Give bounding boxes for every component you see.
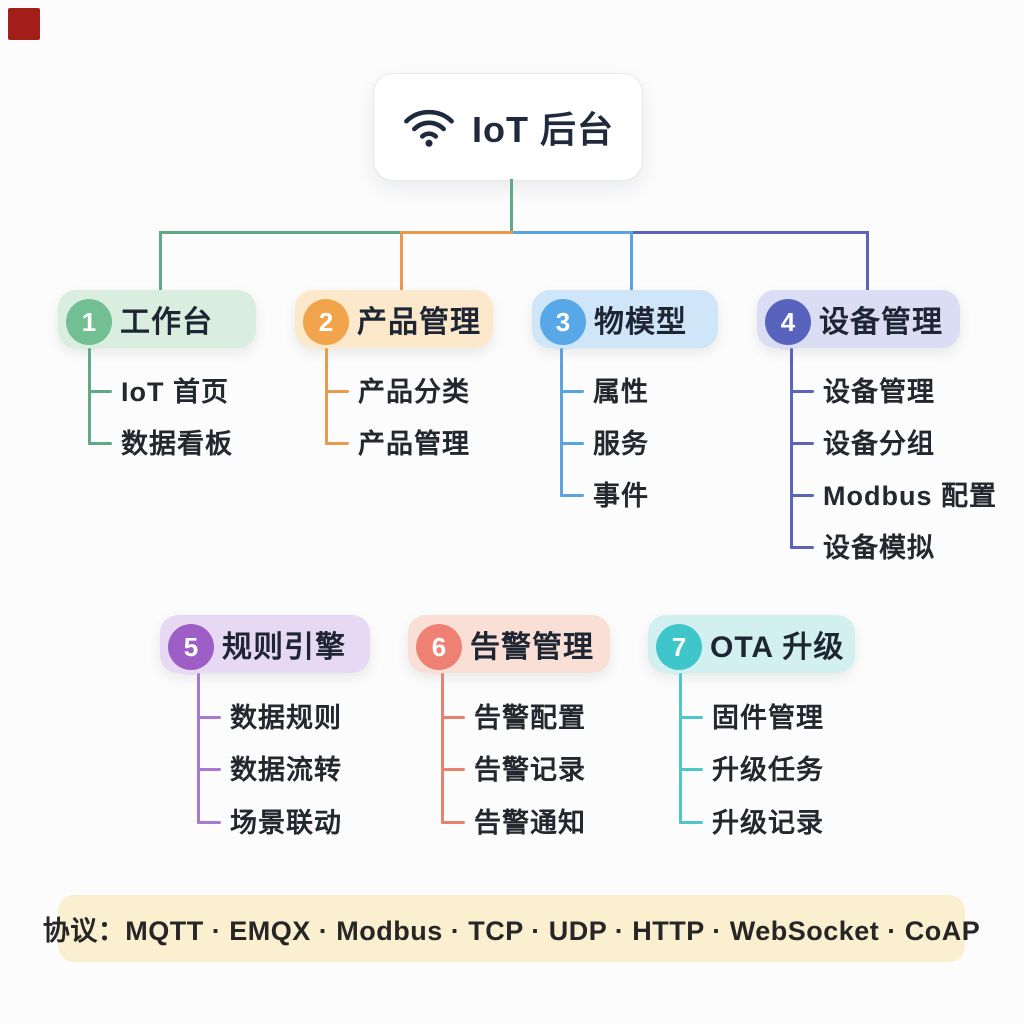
- branch-pill: 4 设备管理: [757, 290, 960, 348]
- child-item: 设备分组: [823, 429, 935, 459]
- root-title: IoT 后台: [472, 109, 614, 150]
- branch-connector: [197, 673, 200, 824]
- protocol-text: 协议：MQTT · EMQX · Modbus · TCP · UDP · HT…: [42, 916, 981, 946]
- child-item: 数据流转: [230, 755, 342, 785]
- child-item: 场景联动: [230, 808, 342, 838]
- child-item: 告警记录: [474, 755, 586, 785]
- child-item: 告警配置: [474, 703, 586, 733]
- child-stub: [560, 442, 584, 445]
- drop-line-branch3: [630, 231, 633, 290]
- red-corner-marker: [8, 8, 40, 40]
- drop-line-branch2: [400, 231, 403, 290]
- branch-pill: 7 OTA 升级: [648, 615, 855, 673]
- branch-title: 物模型: [594, 306, 687, 339]
- branch-number-badge: 4: [765, 299, 811, 345]
- child-stub: [790, 442, 814, 445]
- wifi-icon: [404, 109, 454, 147]
- child-item: 事件: [593, 481, 649, 511]
- child-item: 数据看板: [121, 429, 233, 459]
- branch-pill: 2 产品管理: [295, 290, 493, 348]
- child-item: 升级任务: [712, 755, 824, 785]
- bus-segment-indigo: [630, 231, 869, 234]
- branch-number-badge: 5: [168, 624, 214, 670]
- branch-pill: 3 物模型: [532, 290, 718, 348]
- child-stub: [197, 768, 221, 771]
- branch-pill: 1 工作台: [58, 290, 256, 348]
- child-stub: [197, 821, 221, 824]
- child-stub: [679, 716, 703, 719]
- bus-segment-blue: [513, 231, 630, 234]
- child-stub: [441, 768, 465, 771]
- child-item: 属性: [593, 377, 649, 407]
- branch-title: 告警管理: [470, 631, 594, 664]
- child-stub: [560, 390, 584, 393]
- root-trunk-line: [510, 179, 513, 232]
- child-stub: [679, 821, 703, 824]
- child-stub: [560, 494, 584, 497]
- child-item: 产品分类: [358, 377, 470, 407]
- protocol-bar: 协议：MQTT · EMQX · Modbus · TCP · UDP · HT…: [43, 895, 980, 962]
- child-item: 告警通知: [474, 808, 586, 838]
- bus-segment-orange: [400, 231, 513, 234]
- branch-connector: [88, 348, 91, 445]
- child-item: 设备管理: [823, 377, 935, 407]
- child-stub: [325, 390, 349, 393]
- child-item: 产品管理: [358, 429, 470, 459]
- branch-title: OTA 升级: [710, 631, 845, 664]
- child-item: 数据规则: [230, 703, 342, 733]
- child-stub: [679, 768, 703, 771]
- child-item: IoT 首页: [121, 377, 229, 407]
- bus-segment-green: [159, 231, 400, 234]
- child-stub: [441, 821, 465, 824]
- child-item: 固件管理: [712, 703, 824, 733]
- child-stub: [441, 716, 465, 719]
- branch-connector: [325, 348, 328, 445]
- branch-number-badge: 1: [66, 299, 112, 345]
- branch-number-badge: 7: [656, 624, 702, 670]
- child-item: 升级记录: [712, 808, 824, 838]
- child-item: 服务: [593, 429, 649, 459]
- drop-line-branch4: [866, 231, 869, 290]
- branch-connector: [441, 673, 444, 824]
- child-stub: [325, 442, 349, 445]
- branch-connector: [679, 673, 682, 824]
- branch-connector: [560, 348, 563, 497]
- child-stub: [790, 494, 814, 497]
- child-item: 设备模拟: [823, 533, 935, 563]
- root-node: IoT 后台: [373, 73, 643, 181]
- branch-number-badge: 6: [416, 624, 462, 670]
- branch-connector: [790, 348, 793, 549]
- branch-pill: 6 告警管理: [408, 615, 610, 673]
- branch-title: 工作台: [120, 306, 213, 339]
- branch-title: 规则引擎: [222, 631, 346, 664]
- branch-number-badge: 3: [540, 299, 586, 345]
- child-stub: [197, 716, 221, 719]
- child-stub: [790, 546, 814, 549]
- branch-title: 产品管理: [357, 306, 481, 339]
- drop-line-branch1: [159, 231, 162, 290]
- branch-number-badge: 2: [303, 299, 349, 345]
- branch-title: 设备管理: [819, 306, 943, 339]
- child-stub: [88, 390, 112, 393]
- branch-pill: 5 规则引擎: [160, 615, 370, 673]
- child-stub: [88, 442, 112, 445]
- child-stub: [790, 390, 814, 393]
- child-item: Modbus 配置: [823, 481, 997, 511]
